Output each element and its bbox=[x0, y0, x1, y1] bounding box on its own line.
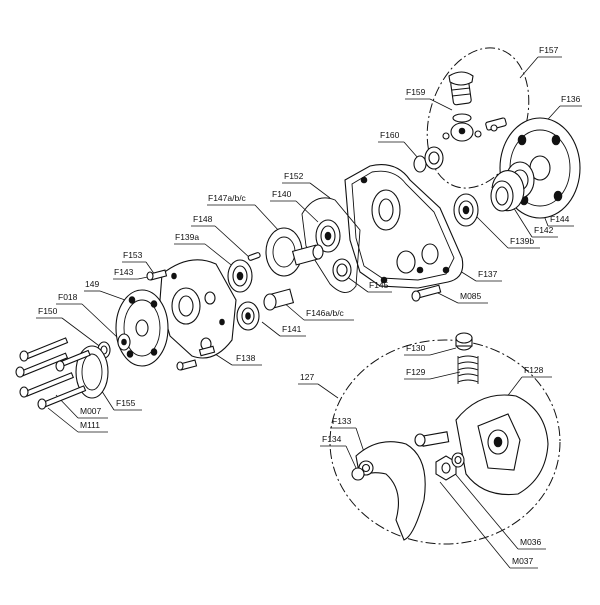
part-f145-seal bbox=[332, 258, 352, 282]
part-f155-plate bbox=[75, 345, 109, 399]
part-f142-f139b-seals bbox=[453, 170, 525, 227]
label-f129: F129 bbox=[406, 367, 426, 377]
part-f129-spring bbox=[457, 355, 479, 384]
part-m007-m111-bolts bbox=[15, 337, 91, 410]
part-f153-screw bbox=[146, 269, 168, 281]
label-f155: F155 bbox=[116, 398, 136, 408]
label-m111: M111 bbox=[80, 420, 100, 430]
label-f143: F143 bbox=[114, 267, 134, 277]
label-f142: F142 bbox=[534, 225, 554, 235]
part-f141-bearing bbox=[236, 301, 260, 331]
label-f148: F148 bbox=[193, 214, 213, 224]
label-m085: M085 bbox=[460, 291, 482, 301]
part-149-flange bbox=[115, 289, 169, 367]
detail-circle-127 bbox=[329, 339, 561, 545]
label-f147abc: F147a/b/c bbox=[208, 193, 247, 203]
label-f133: F133 bbox=[332, 416, 352, 426]
part-pin bbox=[414, 431, 450, 447]
part-f148-key bbox=[247, 252, 261, 261]
label-m007: M007 bbox=[80, 406, 102, 416]
label-f146abc: F146a/b/c bbox=[306, 308, 345, 318]
part-f138-body bbox=[159, 259, 237, 359]
part-f137-housing bbox=[344, 164, 464, 289]
label-f159: F159 bbox=[406, 87, 426, 97]
part-f146-shaft bbox=[263, 288, 295, 311]
label-f144: F144 bbox=[550, 214, 570, 224]
label-f145: F145 bbox=[369, 280, 389, 290]
label-f141: F141 bbox=[282, 324, 302, 334]
part-m037-washer bbox=[451, 452, 465, 468]
label-f139b: F139b bbox=[510, 236, 534, 246]
label-f150: F150 bbox=[38, 306, 58, 316]
label-f018: F018 bbox=[58, 292, 78, 302]
part-f152-gasket bbox=[301, 197, 361, 293]
label-f140: F140 bbox=[272, 189, 292, 199]
part-f134-washer bbox=[351, 460, 374, 481]
part-f128-rotor bbox=[455, 394, 549, 496]
part-f133-vane bbox=[355, 441, 426, 541]
label-f152: F152 bbox=[284, 171, 304, 181]
part-m036-nut bbox=[435, 455, 457, 481]
label-f130: F130 bbox=[406, 343, 426, 353]
part-f159-valve bbox=[442, 71, 507, 142]
part-f130-cap bbox=[455, 332, 473, 351]
part-body-screws bbox=[176, 345, 216, 371]
part-labels: F157 F159 F136 F160 F152 F147a/b/c F140 … bbox=[38, 45, 581, 566]
label-f136: F136 bbox=[561, 94, 581, 104]
label-m037: M037 bbox=[512, 556, 534, 566]
part-f018-plug bbox=[117, 333, 131, 351]
label-149: 149 bbox=[85, 279, 99, 289]
label-f128: F128 bbox=[524, 365, 544, 375]
label-f137: F137 bbox=[478, 269, 498, 279]
label-m036: M036 bbox=[520, 537, 542, 547]
part-m085-bolt bbox=[411, 284, 442, 302]
part-f147-shaft bbox=[265, 227, 324, 277]
label-f139a: F139a bbox=[175, 232, 199, 242]
leader-lines bbox=[36, 56, 582, 569]
label-f157: F157 bbox=[539, 45, 559, 55]
part-f160 bbox=[413, 146, 444, 173]
part-f139a-bearing bbox=[227, 259, 253, 293]
label-f134: F134 bbox=[322, 434, 342, 444]
label-127: 127 bbox=[300, 372, 314, 382]
label-f138: F138 bbox=[236, 353, 256, 363]
label-f153: F153 bbox=[123, 250, 143, 260]
part-f140-bearing bbox=[315, 219, 341, 253]
label-f160: F160 bbox=[380, 130, 400, 140]
